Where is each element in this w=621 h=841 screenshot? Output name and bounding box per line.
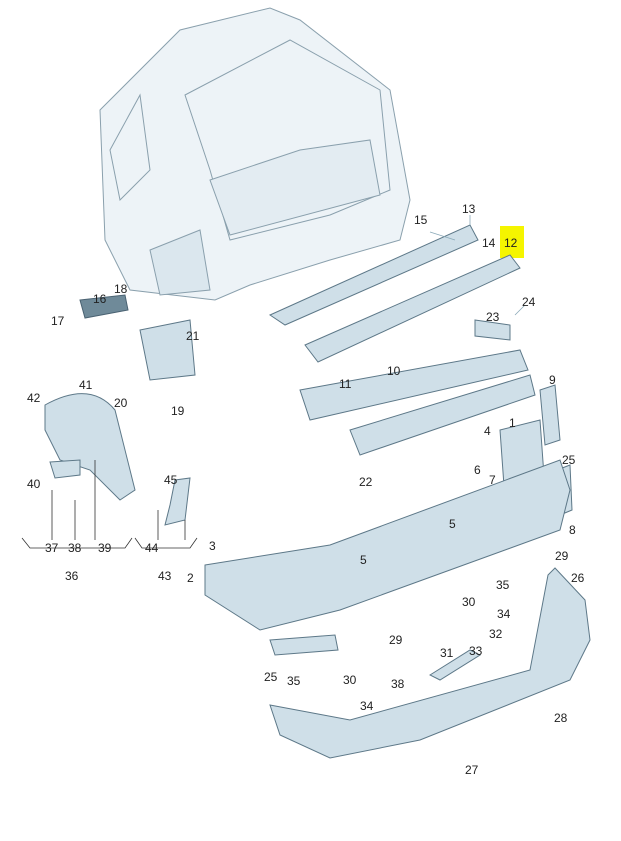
callout[interactable]: 17 [51, 314, 65, 328]
callout[interactable]: 39 [98, 541, 112, 555]
callout[interactable]: 31 [440, 646, 454, 660]
callout[interactable]: 38 [391, 677, 405, 691]
callout[interactable]: 41 [79, 378, 93, 392]
callout[interactable]: 2 [187, 571, 194, 585]
callout[interactable]: 30 [462, 595, 476, 609]
bumper-cover-26 [269, 567, 591, 759]
callout[interactable]: 8 [569, 523, 576, 537]
callout[interactable]: 3 [209, 539, 216, 553]
callout[interactable]: 6 [474, 463, 481, 477]
callout[interactable]: 9 [549, 373, 556, 387]
callout[interactable]: 18 [114, 282, 128, 296]
callout[interactable]: 25 [562, 453, 576, 467]
callout[interactable]: 4 [484, 424, 491, 438]
mudflap-43 [164, 477, 191, 526]
callout[interactable]: 40 [27, 477, 41, 491]
bumper-cover-upper-5 [204, 459, 571, 631]
callout[interactable]: 28 [554, 711, 568, 725]
callout[interactable]: 44 [145, 541, 159, 555]
callout[interactable]: 11 [339, 377, 352, 391]
leader-lines [21, 215, 526, 549]
callout[interactable]: 16 [93, 292, 107, 306]
callout[interactable]: 43 [158, 569, 172, 583]
highlight-marker [500, 226, 524, 258]
callout[interactable]: 25 [264, 670, 278, 684]
callout[interactable]: 29 [389, 633, 403, 647]
callout[interactable]: 19 [171, 404, 185, 418]
callout[interactable]: 26 [571, 571, 585, 585]
bracket-23 [474, 319, 511, 341]
callout[interactable]: 29 [555, 549, 569, 563]
bracket-9 [539, 384, 561, 446]
callout[interactable]: 5 [449, 517, 456, 531]
callout[interactable]: 23 [486, 310, 500, 324]
callout[interactable]: 32 [489, 627, 503, 641]
callout[interactable]: 35 [287, 674, 301, 688]
callout[interactable]: 15 [414, 213, 428, 227]
parts [44, 224, 591, 759]
callout[interactable]: 30 [343, 673, 357, 687]
callout[interactable]: 1 [509, 416, 516, 430]
callout[interactable]: 34 [497, 607, 511, 621]
callout[interactable]: 5 [360, 553, 367, 567]
callout[interactable]: 35 [496, 578, 510, 592]
bracket-16 [79, 294, 129, 319]
reinforcement-12 [304, 254, 521, 363]
callout[interactable]: 38 [68, 541, 82, 555]
callout[interactable]: 13 [462, 202, 476, 216]
callout-highlighted[interactable]: 12 [504, 236, 518, 250]
heat-shield-19 [139, 319, 196, 381]
callout[interactable]: 34 [360, 699, 374, 713]
callout-labels: 13 15 14 12 16 18 17 21 24 23 11 10 9 42… [27, 202, 585, 777]
vehicle-body [99, 7, 411, 301]
callout[interactable]: 10 [387, 364, 401, 378]
callout[interactable]: 27 [465, 763, 479, 777]
callout[interactable]: 36 [65, 569, 79, 583]
trim-strip-25 [269, 634, 339, 656]
trim-40 [49, 459, 81, 479]
bumper-beam-10 [299, 349, 529, 421]
energy-absorber-13 [268, 224, 479, 326]
callout[interactable]: 20 [114, 396, 128, 410]
callout[interactable]: 37 [45, 541, 59, 555]
callout[interactable]: 21 [186, 329, 200, 343]
callout[interactable]: 7 [489, 473, 496, 487]
callout[interactable]: 14 [482, 236, 496, 250]
callout[interactable]: 42 [27, 391, 41, 405]
callout[interactable]: 22 [359, 475, 373, 489]
callout[interactable]: 45 [164, 473, 178, 487]
callout[interactable]: 24 [522, 295, 536, 309]
absorber-22 [349, 374, 536, 456]
callout[interactable]: 33 [469, 644, 483, 658]
strip-31 [428, 649, 482, 681]
wheel-housing-liner-41 [44, 393, 136, 501]
